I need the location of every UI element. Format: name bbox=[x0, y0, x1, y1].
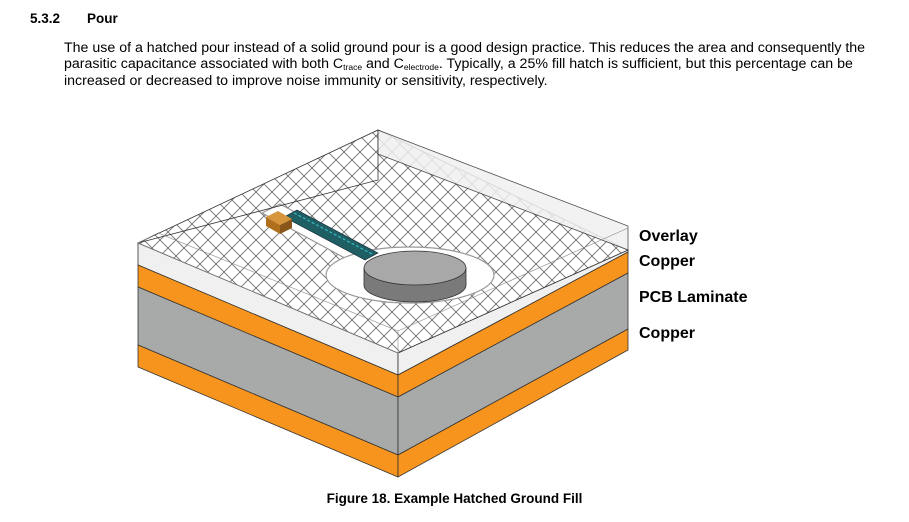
trace-end-pad-side bbox=[266, 217, 280, 234]
paragraph-text-2: and C bbox=[362, 56, 404, 73]
label-copper-bottom: Copper bbox=[639, 325, 695, 342]
body-paragraph: The use of a hatched pour instead of a s… bbox=[64, 40, 874, 89]
copper-bottom-right-face bbox=[397, 328, 629, 478]
overlay-corner-edge bbox=[397, 227, 629, 332]
section-title: Pour bbox=[87, 11, 118, 26]
paragraph-text-3: . Typically, a 25% fill hatch is suffici… bbox=[64, 56, 853, 89]
paragraph-text-1: The use of a hatched pour instead of a s… bbox=[64, 40, 866, 73]
overlay-back-band bbox=[377, 129, 629, 251]
trace bbox=[283, 209, 379, 261]
label-copper-top: Copper bbox=[639, 253, 695, 270]
electrode-top bbox=[363, 250, 467, 286]
trace-end-pad-side2 bbox=[280, 219, 292, 234]
section-number: 5.3.2 bbox=[30, 11, 61, 26]
subscript-electrode: electrode bbox=[403, 62, 439, 73]
subscript-trace: trace bbox=[343, 62, 363, 73]
label-pcb-laminate: PCB Laminate bbox=[639, 289, 748, 306]
figure-caption: Figure 18. Example Hatched Ground Fill bbox=[326, 491, 583, 506]
label-overlay: Overlay bbox=[639, 228, 698, 245]
trace-end-pad bbox=[266, 211, 292, 225]
